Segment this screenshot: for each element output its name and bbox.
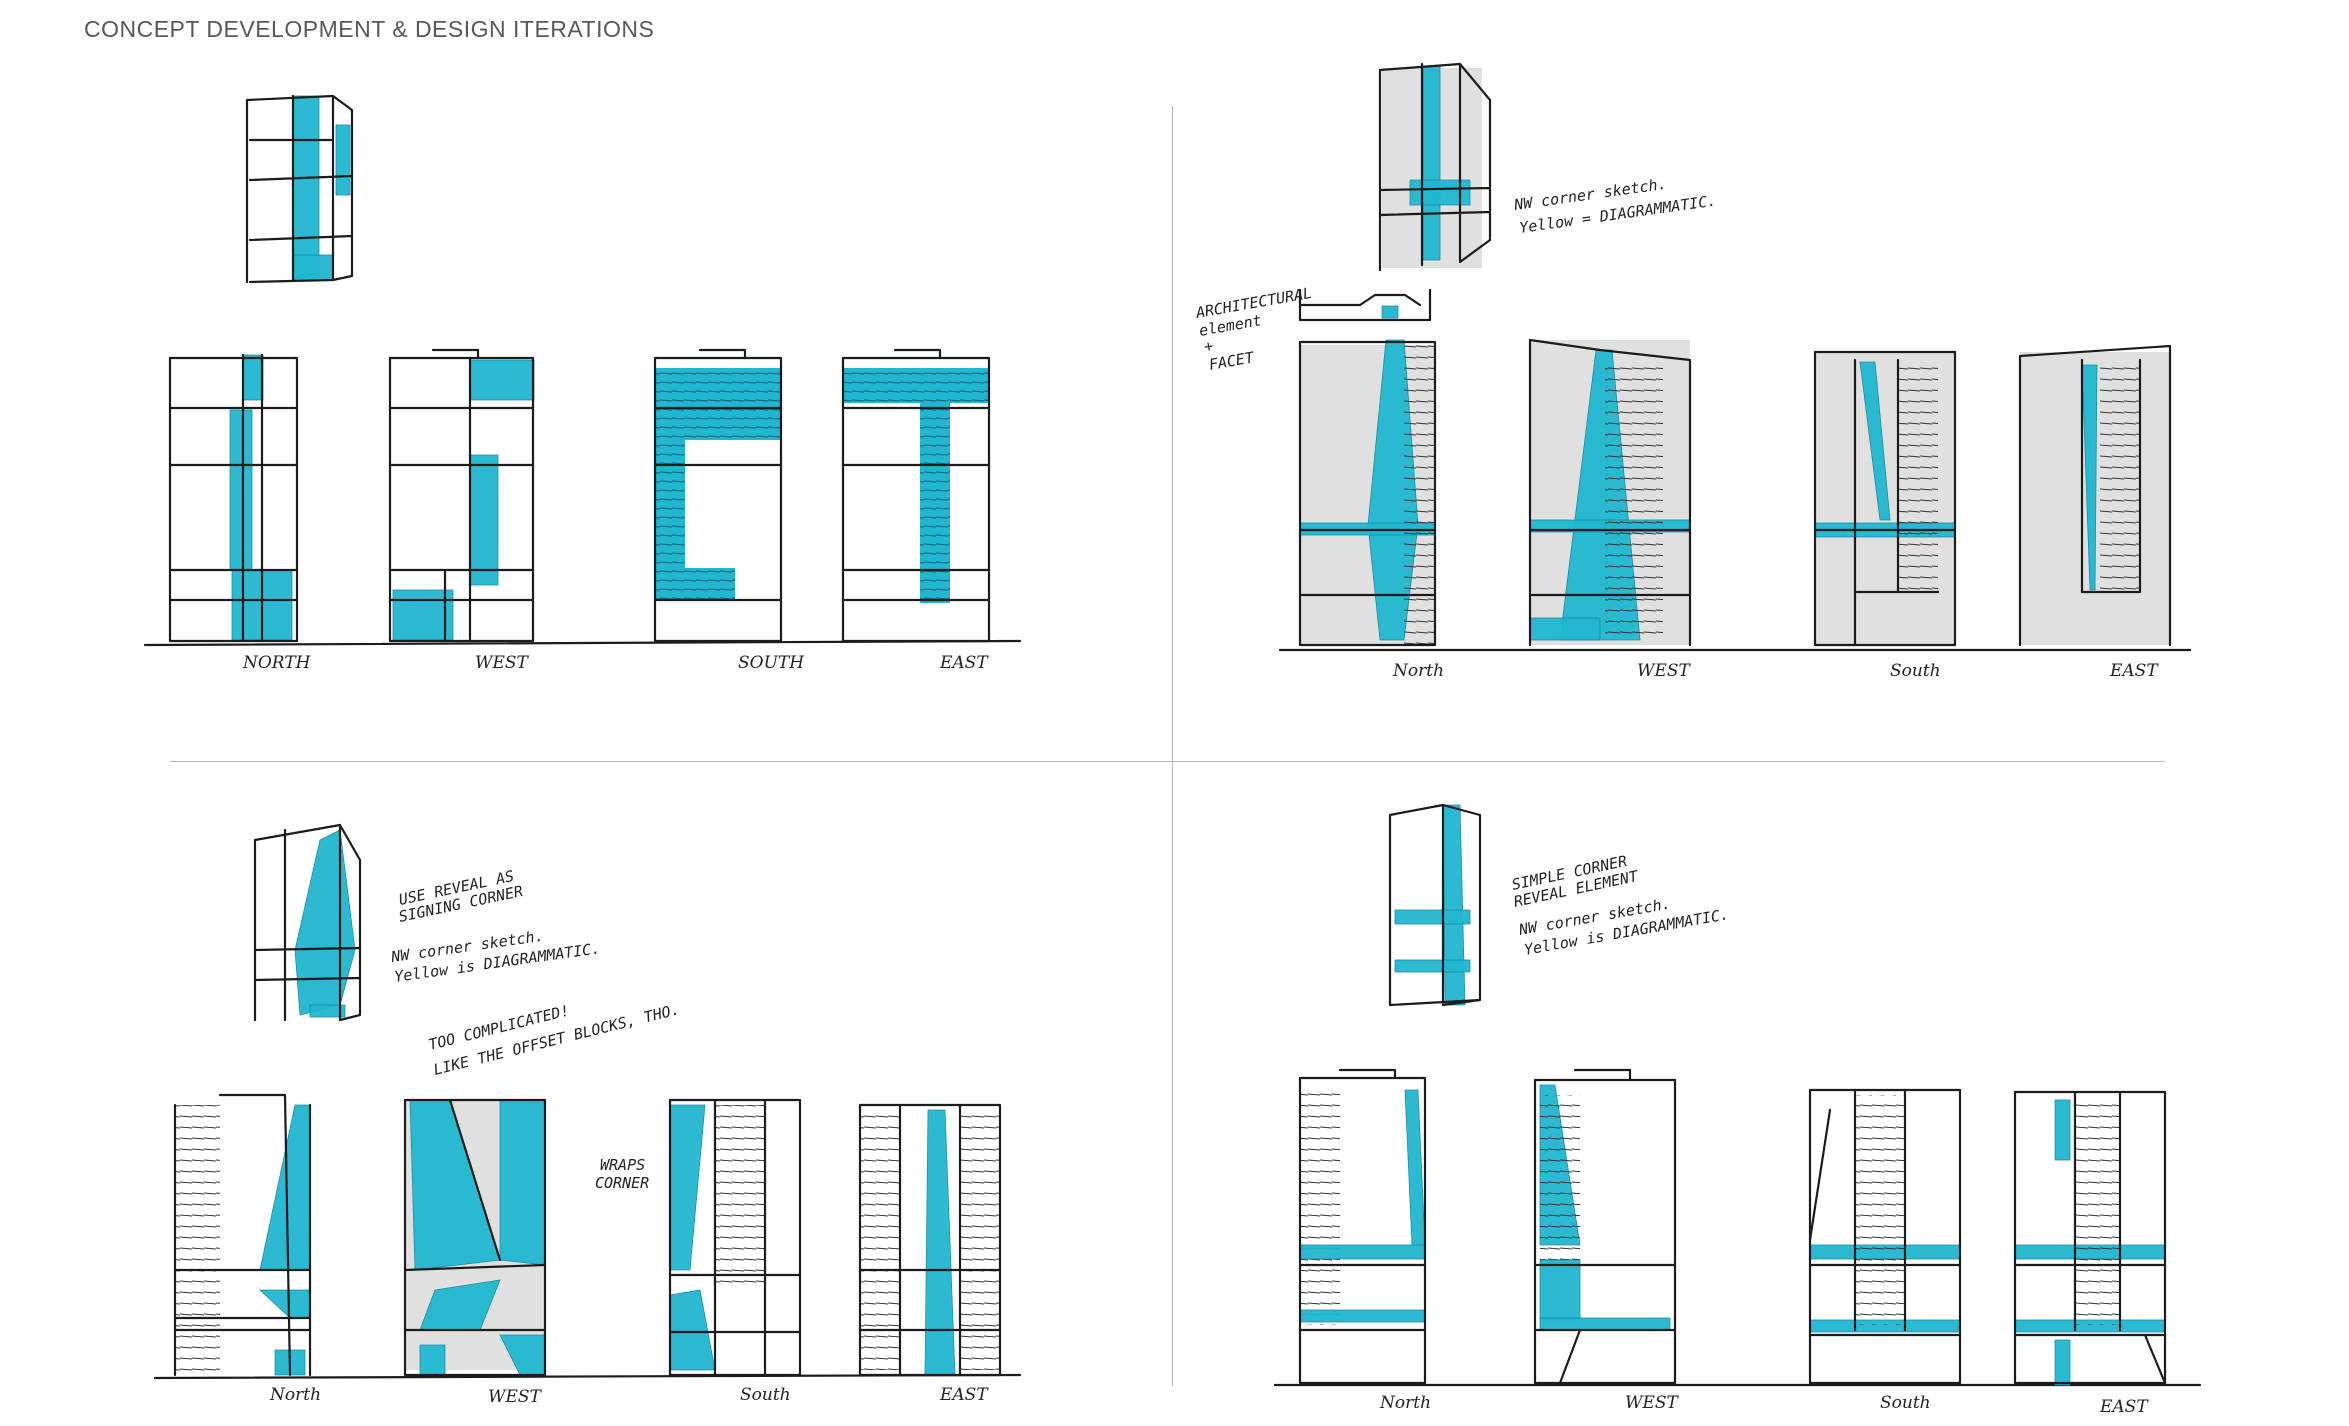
q1-elevation-west: WEST: [388, 348, 535, 673]
q1-label-south: SOUTH: [738, 653, 805, 673]
quadrant-4: SIMPLE CORNER REVEAL ELEMENT NW corner s…: [1273, 803, 2202, 1417]
q4-label-east: EAST: [2099, 1397, 2149, 1417]
q4-elevation-north: North: [1298, 1068, 1431, 1413]
q1-label-east: EAST: [939, 653, 989, 673]
q3-label-south: South: [740, 1385, 791, 1405]
q3-elevation-east: EAST: [858, 1103, 1002, 1405]
q2-note-6: FACET: [1208, 348, 1257, 374]
q2-perspective-sketch: NW corner sketch. Yellow = DIAGRAMMATIC.: [1378, 62, 1717, 272]
page-title: CONCEPT DEVELOPMENT & DESIGN ITERATIONS: [84, 16, 655, 42]
quadrant-2: NW corner sketch. Yellow = DIAGRAMMATIC.…: [1194, 62, 2192, 681]
q4-label-west: WEST: [1625, 1393, 1680, 1413]
q2-label-south: South: [1890, 661, 1941, 681]
q1-elevation-south: SOUTH: [653, 348, 805, 673]
q1-elevation-east: EAST: [841, 348, 991, 673]
q2-label-east: EAST: [2109, 661, 2159, 681]
q2-label-north: North: [1392, 661, 1444, 681]
quadrant-3: USE REVEAL AS SIGNING CORNER NW corner s…: [153, 823, 1022, 1407]
q2-elevation-north: North: [1298, 339, 1444, 681]
q1-label-north: NORTH: [242, 653, 312, 673]
q3-label-east: EAST: [939, 1385, 989, 1405]
q4-elevation-east: EAST: [2013, 1090, 2167, 1417]
q2-elevation-west: WEST: [1528, 338, 1692, 681]
q3-note-8: CORNER: [595, 1174, 649, 1192]
q3-elevation-west: WEST: [403, 1098, 547, 1407]
q1-elevation-north: NORTH: [168, 353, 312, 673]
q4-elevation-south: South: [1808, 1088, 1962, 1413]
q3-label-west: WEST: [488, 1387, 543, 1407]
vertical-divider: [1172, 106, 1173, 1386]
q1-label-west: WEST: [475, 653, 530, 673]
q3-note-7: WRAPS: [600, 1156, 645, 1174]
q2-label-west: WEST: [1637, 661, 1692, 681]
q1-perspective-sketch: [245, 94, 354, 284]
q4-label-south: South: [1880, 1393, 1931, 1413]
q3-elevation-north: North: [173, 1093, 321, 1405]
q2-elevation-east: EAST: [2018, 344, 2172, 681]
q2-elevation-south: South: [1813, 350, 1957, 681]
q4-perspective-sketch: SIMPLE CORNER REVEAL ELEMENT NW corner s…: [1388, 803, 1730, 1007]
quadrant-1: NORTH WEST SOUTH EAST: [143, 94, 1022, 673]
q3-label-north: North: [269, 1385, 321, 1405]
horizontal-divider: [170, 761, 2165, 762]
q4-label-north: North: [1379, 1393, 1431, 1413]
q3-elevation-south: South: [668, 1098, 802, 1405]
q2-note-5: +: [1203, 337, 1215, 356]
q4-elevation-west: WEST: [1533, 1068, 1680, 1413]
